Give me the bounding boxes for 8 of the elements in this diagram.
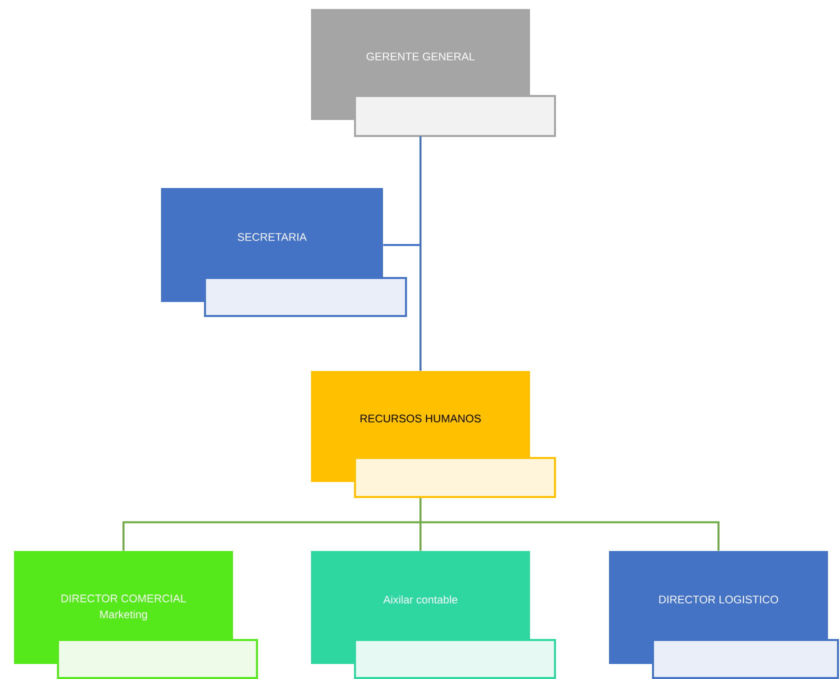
org-box: DIRECTOR LOGISTICO xyxy=(609,551,839,679)
org-box: DIRECTOR COMERCIAL Marketing xyxy=(14,551,258,679)
connector xyxy=(420,498,720,551)
org-box: Aixilar contable xyxy=(311,551,556,679)
org-box: GERENTE GENERAL xyxy=(311,9,556,137)
org-box: RECURSOS HUMANOS xyxy=(311,371,556,498)
connector xyxy=(420,136,422,371)
org-box: SECRETARIA xyxy=(161,188,407,317)
